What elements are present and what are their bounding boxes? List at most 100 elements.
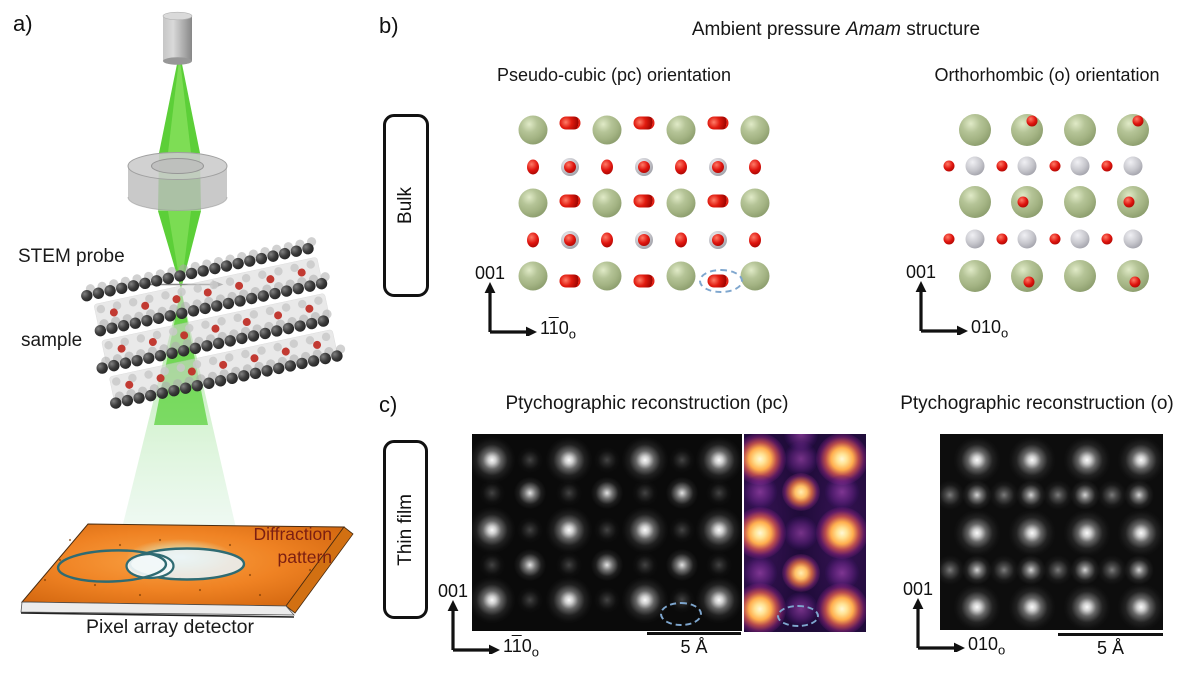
atom-oxygen (996, 233, 1008, 245)
atom-b-site (561, 157, 579, 176)
atom-a-site (1011, 186, 1043, 218)
atom-column-bright (1118, 584, 1163, 630)
atom-oxygen (601, 232, 613, 248)
atom-column-bright (696, 507, 742, 553)
atom-oxygen (564, 233, 576, 246)
missing-column-highlight (777, 605, 819, 627)
bulk-row-label: Bulk (395, 187, 416, 224)
atom-oxygen (601, 159, 613, 175)
atom-a-site (740, 115, 770, 145)
scalebar-o-label: 5 Å (1096, 638, 1125, 658)
atom-oxygen (749, 159, 761, 175)
atom-oxygen (712, 160, 724, 173)
atom-column-bright (622, 507, 668, 553)
atom-column-faint (632, 480, 658, 506)
atom-column-faint (594, 587, 620, 613)
atom-apical-oxygen (1017, 196, 1029, 208)
atom-oxygen (527, 159, 539, 175)
atom-b-site (1070, 229, 1090, 249)
atom-apical-oxygen (1123, 196, 1135, 208)
atom-oxygen (749, 232, 761, 248)
atom-column-bright (1064, 510, 1110, 556)
atom-b-site (1017, 229, 1037, 249)
axis-arrows (915, 281, 968, 335)
atom-column-faint (594, 447, 620, 473)
ptycho-image-pc-magma (744, 434, 866, 632)
atom-column-dim (989, 480, 1019, 510)
atom-oxygen-dumbbell (633, 274, 655, 288)
panel-c-label: c) (379, 392, 398, 417)
atom-column-faint (556, 480, 582, 506)
axis-vertical-label: 001 (437, 581, 469, 601)
stem-probe-label: STEM probe (18, 246, 125, 267)
atom-oxygen (638, 233, 650, 246)
atom-column-bright (472, 437, 515, 483)
atom-column-B (744, 507, 786, 559)
missing-column-highlight (660, 602, 702, 626)
atom-oxygen (675, 232, 687, 248)
atom-column-d (784, 442, 818, 476)
atom-column-B (744, 583, 786, 632)
atom-column-dim (1070, 555, 1100, 585)
atom-column-faint (556, 552, 582, 578)
axis-bulk-o: 001 010o (899, 257, 1029, 341)
atom-a-site (666, 188, 696, 218)
atom-column-faint (669, 517, 695, 543)
atom-column-dim (666, 549, 698, 581)
atom-a-site (740, 188, 770, 218)
atom-b-site (635, 157, 653, 176)
axis-horizontal-label: 110o (503, 636, 539, 660)
octahedral-tilt-highlight (699, 269, 743, 293)
atom-oxygen-dumbbell (559, 194, 581, 208)
atom-column-bright (954, 437, 1000, 483)
axis-bulk-pc: 001 110o (468, 258, 598, 342)
atom-column-faint (517, 517, 543, 543)
axis-arrows (447, 600, 500, 654)
atom-oxygen (996, 160, 1008, 172)
atom-column-d (744, 475, 777, 509)
atom-a-site (1117, 114, 1149, 146)
atom-column-bright (546, 507, 592, 553)
atom-column-d (825, 475, 859, 509)
atom-oxygen (712, 233, 724, 246)
atom-a-site (959, 114, 991, 146)
scalebar-o (1058, 633, 1163, 636)
atom-a-site (1117, 260, 1149, 292)
axis-vertical-label: 001 (905, 262, 937, 282)
atom-column-bright (1064, 584, 1110, 630)
atom-column-d (784, 516, 818, 550)
atom-column-faint (632, 552, 658, 578)
scalebar-pc (647, 632, 741, 635)
atom-a-site (1117, 186, 1149, 218)
atom-column-dim (1043, 555, 1073, 585)
atom-column-B (816, 507, 866, 559)
atom-column-dim (666, 477, 698, 509)
atom-a-site (592, 115, 622, 145)
atom-column-bright (546, 437, 592, 483)
atom-column-dim (1097, 480, 1127, 510)
atom-a-site (518, 188, 548, 218)
atom-column-dim (1124, 555, 1154, 585)
diffraction-disk-left (56, 549, 168, 583)
atom-column-bright (954, 510, 1000, 556)
atom-a-site (518, 115, 548, 145)
atom-column-B (816, 434, 866, 485)
atom-apical-oxygen (1129, 276, 1141, 288)
atom-b-site (1070, 156, 1090, 176)
axis-arrows (912, 598, 965, 652)
o-orientation-subtitle: Orthorhombic (o) orientation (934, 65, 1160, 85)
atom-apical-oxygen (1132, 115, 1144, 127)
atom-a-site (959, 186, 991, 218)
atom-oxygen (1049, 233, 1061, 245)
atom-column-dim (591, 477, 623, 509)
atom-column-dim (591, 549, 623, 581)
atom-a-site (1064, 186, 1096, 218)
atom-column-bright (1118, 437, 1163, 483)
axis-vertical-label: 001 (474, 263, 506, 283)
stem-schematic-illustration (20, 11, 354, 618)
atom-column-d (784, 434, 818, 451)
ptycho-pc-title: Ptychographic reconstruction (pc) (505, 393, 789, 414)
atom-a-site (1064, 114, 1096, 146)
atom-column-bright (472, 507, 515, 553)
atom-oxygen (564, 160, 576, 173)
